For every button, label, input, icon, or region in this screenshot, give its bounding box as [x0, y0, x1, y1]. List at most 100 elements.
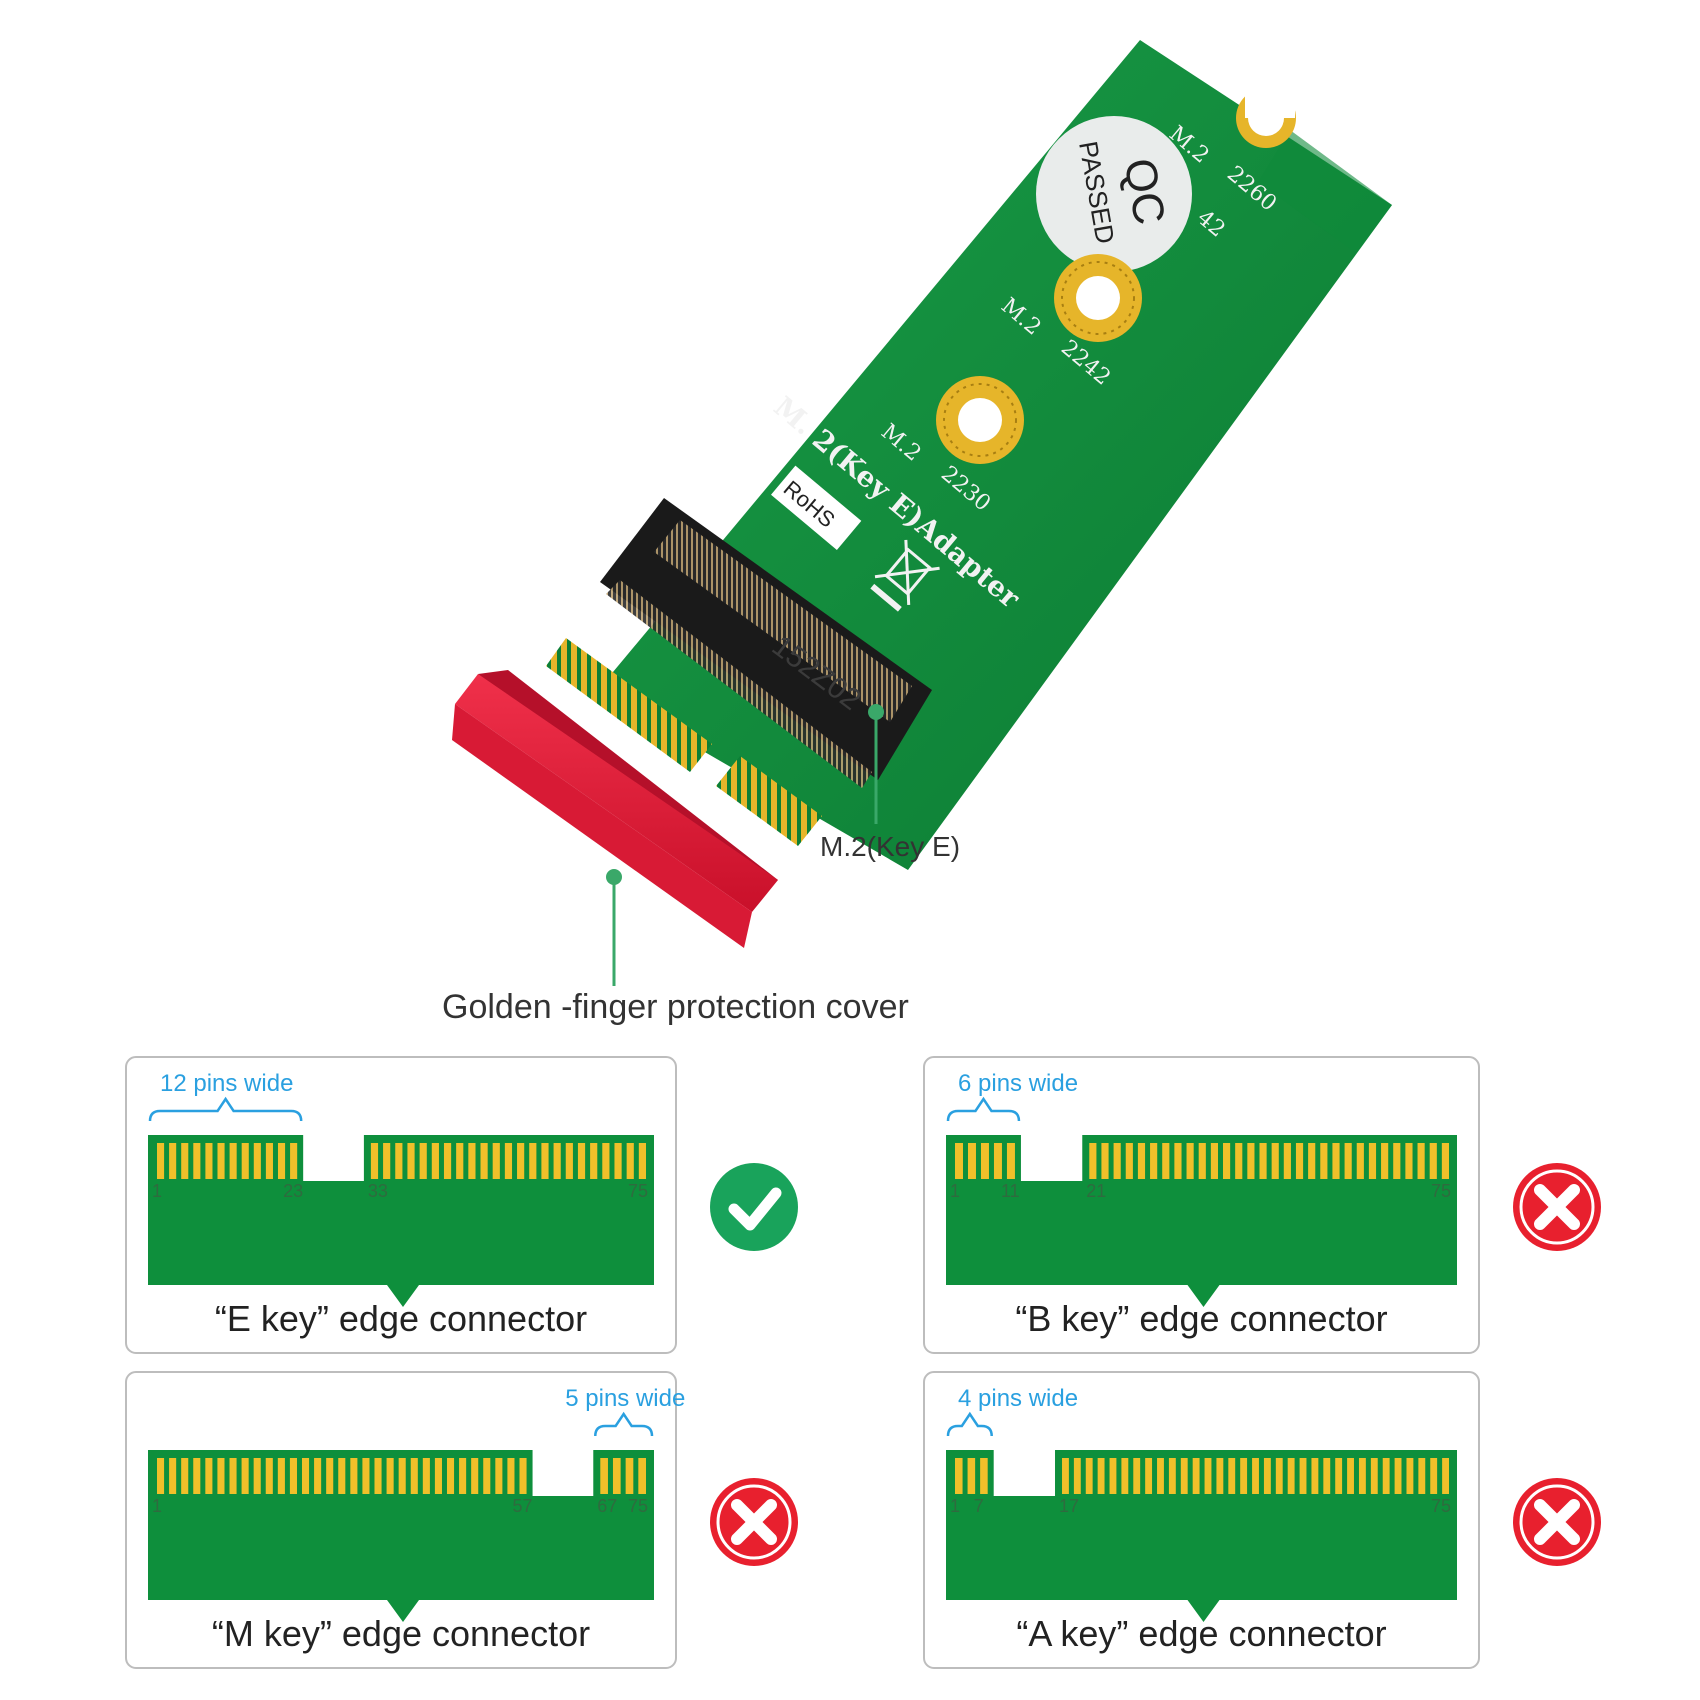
- pins-wide-label: 6 pins wide: [958, 1070, 1078, 1097]
- gold-finger: [217, 1143, 225, 1179]
- qc-sticker: QC PASSED: [1036, 116, 1192, 272]
- socket-callout: M.2(Key E): [820, 704, 960, 862]
- gold-finger: [181, 1458, 189, 1494]
- gold-finger: [1441, 1143, 1449, 1179]
- gold-finger: [1381, 1143, 1389, 1179]
- gold-finger: [350, 1458, 358, 1494]
- gold-finger: [456, 1143, 464, 1179]
- gold-finger: [253, 1458, 261, 1494]
- notch-mount-2260: [1236, 40, 1296, 148]
- gold-finger: [229, 1458, 237, 1494]
- protection-cover: [452, 670, 778, 948]
- gold-finger: [169, 1143, 177, 1179]
- gold-finger: [1174, 1143, 1182, 1179]
- gold-finger: [1299, 1458, 1307, 1494]
- pin-number-label: 57: [513, 1496, 533, 1516]
- gold-finger: [1335, 1458, 1343, 1494]
- m2-socket: 152Z02: [600, 498, 932, 788]
- gold-finger: [459, 1458, 467, 1494]
- gold-finger: [1113, 1143, 1121, 1179]
- qc-text: QC: [1114, 155, 1174, 229]
- gold-finger: [600, 1458, 608, 1494]
- gold-finger: [468, 1143, 476, 1179]
- pcb-edge-traces: [1258, 130, 1392, 253]
- gold-fingers-left: [546, 638, 712, 772]
- gold-finger: [1283, 1143, 1291, 1179]
- gold-finger: [519, 1458, 527, 1494]
- gold-finger: [205, 1458, 213, 1494]
- gold-finger: [277, 1458, 285, 1494]
- gold-finger: [980, 1143, 989, 1179]
- gold-finger: [1344, 1143, 1352, 1179]
- gold-finger: [638, 1143, 646, 1179]
- gold-finger: [504, 1143, 513, 1179]
- gold-finger: [955, 1143, 963, 1179]
- pin-number-label: 23: [283, 1181, 303, 1201]
- gold-finger: [1370, 1458, 1378, 1494]
- gold-finger: [1137, 1143, 1146, 1179]
- check-circle-icon: [710, 1163, 798, 1251]
- cover-callout: Golden -finger protection cover: [442, 869, 909, 1026]
- connector-body: [148, 1450, 654, 1622]
- gold-finger: [241, 1143, 249, 1179]
- gold-finger: [1347, 1458, 1354, 1494]
- pins-bracket: [946, 1411, 993, 1437]
- gold-finger: [577, 1143, 586, 1179]
- pins-wide-label: 12 pins wide: [160, 1070, 293, 1097]
- gold-finger: [1168, 1458, 1176, 1494]
- gold-finger: [1073, 1458, 1081, 1494]
- gold-finger: [181, 1143, 189, 1179]
- x-mark: [731, 1499, 777, 1545]
- gold-finger: [1186, 1143, 1194, 1179]
- gold-finger: [529, 1143, 537, 1179]
- gold-finger: [338, 1458, 346, 1494]
- gold-finger: [1332, 1143, 1340, 1179]
- gold-finger: [1271, 1143, 1279, 1179]
- gold-finger: [1157, 1458, 1164, 1494]
- gold-finger: [1204, 1458, 1212, 1494]
- gold-finger: [169, 1458, 177, 1494]
- connector-caption: “A key” edge connector: [1016, 1613, 1386, 1654]
- gold-finger: [1252, 1458, 1259, 1494]
- gold-finger: [980, 1458, 988, 1494]
- x-circle-icon: [1513, 1478, 1601, 1566]
- gold-finger: [1198, 1143, 1206, 1179]
- gold-finger: [301, 1458, 310, 1494]
- connector-caption: “E key” edge connector: [215, 1298, 587, 1339]
- x-mark: [1534, 1184, 1580, 1230]
- gold-finger: [1406, 1458, 1414, 1494]
- gold-finger: [422, 1458, 430, 1494]
- gold-finger: [612, 1458, 621, 1494]
- gold-finger: [370, 1143, 379, 1179]
- pin-number-label: 75: [1431, 1496, 1451, 1516]
- gold-finger: [1393, 1143, 1401, 1179]
- gold-finger: [638, 1458, 646, 1494]
- gold-finger: [1101, 1143, 1109, 1179]
- gold-finger: [993, 1143, 1002, 1179]
- gold-finger: [290, 1143, 298, 1179]
- pins-bracket: [594, 1411, 654, 1437]
- gold-finger: [1062, 1458, 1069, 1494]
- gold-finger: [541, 1143, 549, 1179]
- gold-finger: [431, 1143, 439, 1179]
- gold-finger: [590, 1143, 598, 1179]
- gold-finger: [157, 1458, 165, 1494]
- mount-hole-2230: [936, 376, 1024, 464]
- gold-finger: [1216, 1458, 1224, 1494]
- x-circle-icon: [710, 1478, 798, 1566]
- gold-finger: [625, 1458, 634, 1494]
- gold-finger: [362, 1458, 370, 1494]
- gold-finger: [314, 1458, 322, 1494]
- gold-finger: [553, 1143, 561, 1179]
- gold-finger: [1368, 1143, 1377, 1179]
- gold-finger: [614, 1143, 622, 1179]
- pin-number-label: 1: [152, 1496, 162, 1516]
- check-mark: [728, 1187, 782, 1231]
- cover-callout-label: Golden -finger protection cover: [442, 988, 909, 1026]
- gold-finger: [471, 1458, 479, 1494]
- pin-number-label: 7: [974, 1496, 984, 1516]
